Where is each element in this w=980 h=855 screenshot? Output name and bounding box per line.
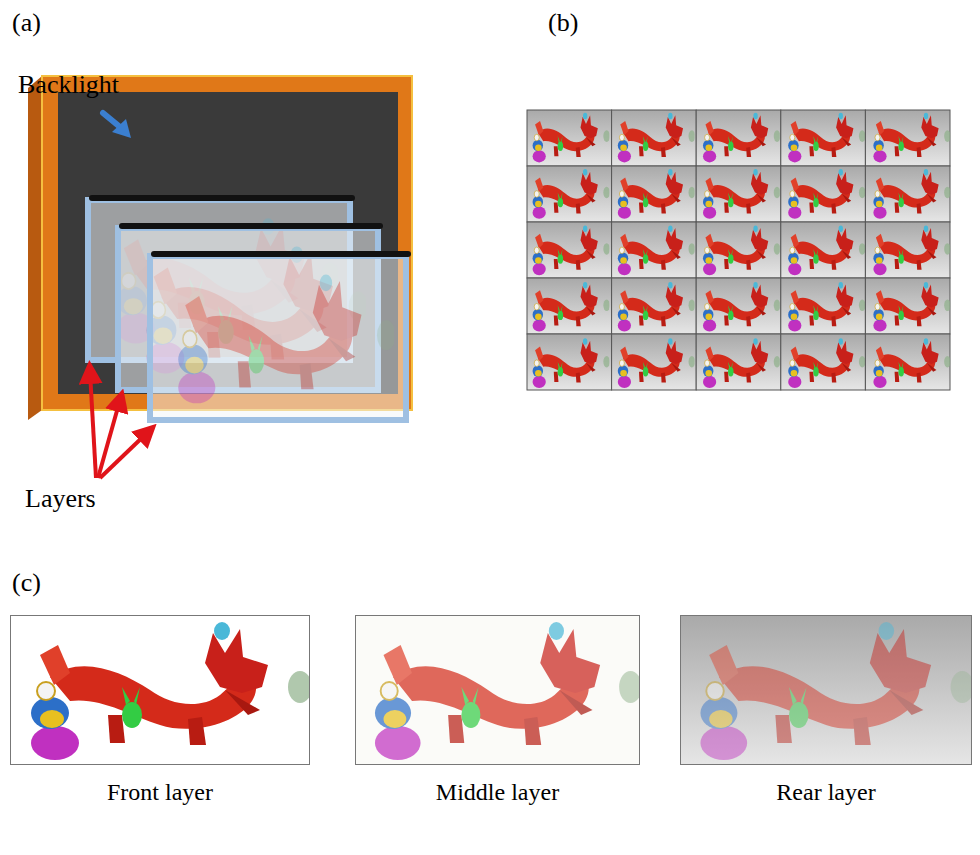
panel-label: (a) [12, 8, 41, 38]
image-caption: Front layer [0, 778, 329, 807]
part-label: Layers [25, 484, 96, 514]
backlight-arrow [103, 113, 131, 138]
backlight-panel [28, 76, 412, 420]
panel-label: (c) [12, 568, 41, 598]
front-layer-image [10, 615, 312, 765]
image-caption: Middle layer [336, 778, 659, 807]
panel-label: (b) [548, 8, 578, 38]
layer-panel [150, 254, 408, 420]
layer-image: Rear layer [680, 615, 972, 765]
image-caption: Rear layer [661, 778, 980, 807]
layer-image: Front layer [10, 615, 310, 765]
part-label: Backlight [18, 70, 119, 100]
rear-layer-image [680, 615, 974, 765]
middle-layer-image [355, 615, 642, 765]
view-grid [527, 110, 951, 390]
layer-image: Middle layer [355, 615, 640, 765]
layer-arrows [90, 372, 148, 478]
